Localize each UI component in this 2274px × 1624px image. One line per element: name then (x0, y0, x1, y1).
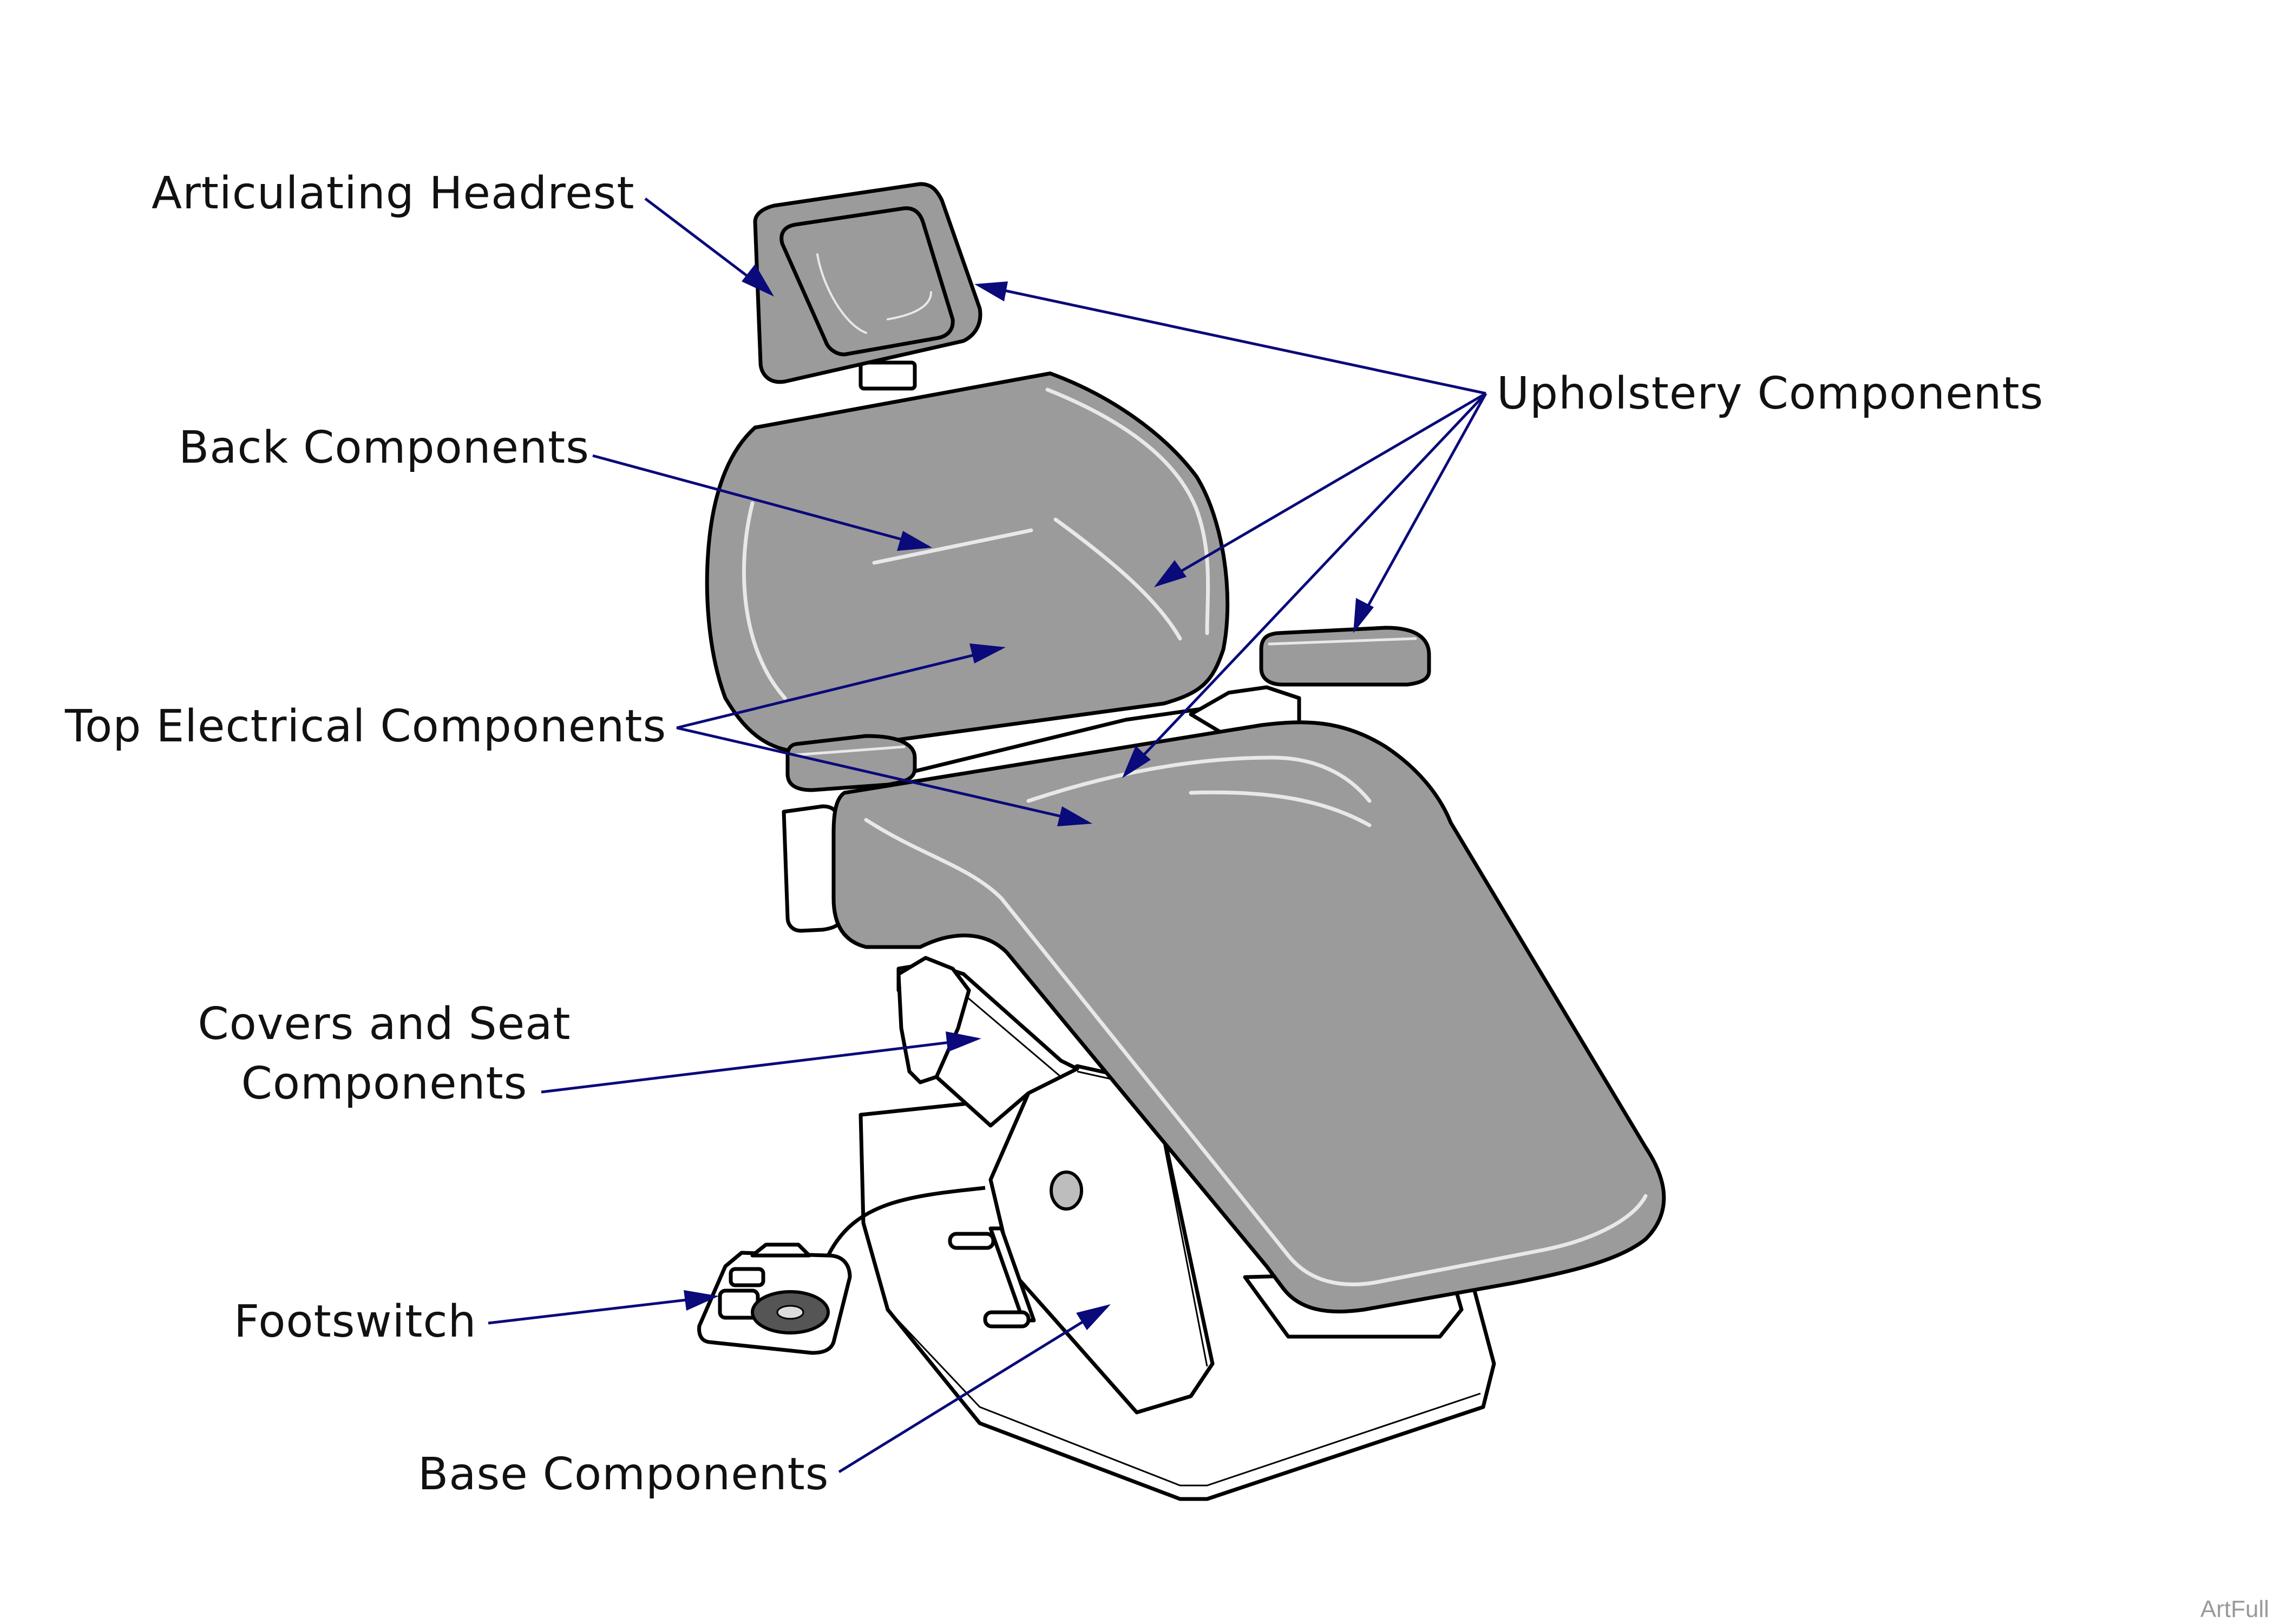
arrowhead-top-electrical-seat (1057, 806, 1092, 826)
seat-cushion-edge-highlight (864, 818, 1648, 1286)
footswitch-cable (826, 1186, 986, 1257)
arrowhead-footswitch (684, 1290, 719, 1311)
leader-upholstery-armrest (1354, 392, 1487, 629)
arrowhead-base (1076, 1304, 1111, 1330)
label-back-components: Back Components (179, 422, 589, 474)
label-top-electrical-components: Top Electrical Components (64, 701, 666, 752)
headrest-highlight-b (887, 291, 932, 320)
leader-covers-seat (541, 1037, 978, 1094)
seat-cushion-highlight-rear (1189, 790, 1372, 827)
base-lever (988, 1226, 1036, 1323)
arrowheads (684, 264, 1374, 1330)
leader-upholstery-back (1157, 392, 1487, 586)
arrowhead-upholstery-back (1154, 560, 1187, 587)
arrowhead-upholstery-armrest (1353, 598, 1374, 633)
back-cushion-highlight-mid (872, 528, 1033, 565)
label-upholstery-components: Upholstery Components (1497, 368, 2043, 419)
watermark-text: ArtFull (2200, 1596, 2269, 1622)
footswitch-small-pad (729, 1267, 765, 1287)
arrowhead-covers-seat (946, 1031, 981, 1052)
callout-labels: Articulating Headrest Back Components Up… (64, 168, 2043, 1500)
label-base-components: Base Components (418, 1449, 829, 1500)
back-cushion-highlight-curve (1053, 517, 1182, 641)
arrowhead-back (897, 531, 932, 551)
right-armrest-pad (1259, 626, 1431, 687)
label-covers-and-seat-line2: Components (241, 1058, 528, 1109)
covers-pivot-block (896, 956, 971, 1084)
arrowhead-top-electrical-back (969, 643, 1006, 663)
base-rod-upper (948, 1232, 995, 1250)
seat-cushion (831, 720, 1666, 1314)
arrowhead-upholstery-seat (1122, 746, 1151, 778)
footswitch-disc-center (776, 1305, 804, 1320)
footswitch-top-hump (750, 1242, 811, 1258)
leader-upholstery-seat (1125, 392, 1487, 775)
seat-cushion-highlight-top (1026, 755, 1372, 803)
leader-base (838, 1305, 1108, 1474)
chair-illustration (697, 182, 1666, 1501)
footswitch-device (697, 1242, 852, 1355)
base-rod-lower (983, 1310, 1031, 1329)
base-plate-edge (887, 1309, 1481, 1487)
arrowhead-headrest (742, 264, 774, 297)
label-articulating-headrest: Articulating Headrest (152, 168, 635, 219)
back-cushion (705, 371, 1230, 754)
leader-top-electrical-seat (676, 726, 1089, 824)
leader-top-electrical-back (676, 647, 1002, 729)
headrest-inner-panel (779, 206, 955, 357)
right-armrest-highlight (1268, 637, 1417, 646)
label-covers-and-seat-line1: Covers and Seat (198, 998, 571, 1050)
headrest-highlight-a (816, 253, 867, 334)
headrest-post (859, 360, 917, 391)
label-footswitch: Footswitch (234, 1296, 477, 1347)
leader-back (592, 454, 929, 548)
leader-upholstery-headrest (979, 284, 1486, 395)
leader-footswitch (488, 1295, 715, 1325)
left-armrest-highlight (794, 745, 906, 757)
back-cushion-highlight-right (1045, 387, 1210, 635)
left-armrest-pad (785, 734, 917, 792)
base-column-knob (1050, 1171, 1083, 1211)
seat-support-edge (952, 984, 1061, 1078)
back-cushion-highlight-left (742, 501, 787, 700)
arrowhead-upholstery-headrest (974, 281, 1008, 301)
